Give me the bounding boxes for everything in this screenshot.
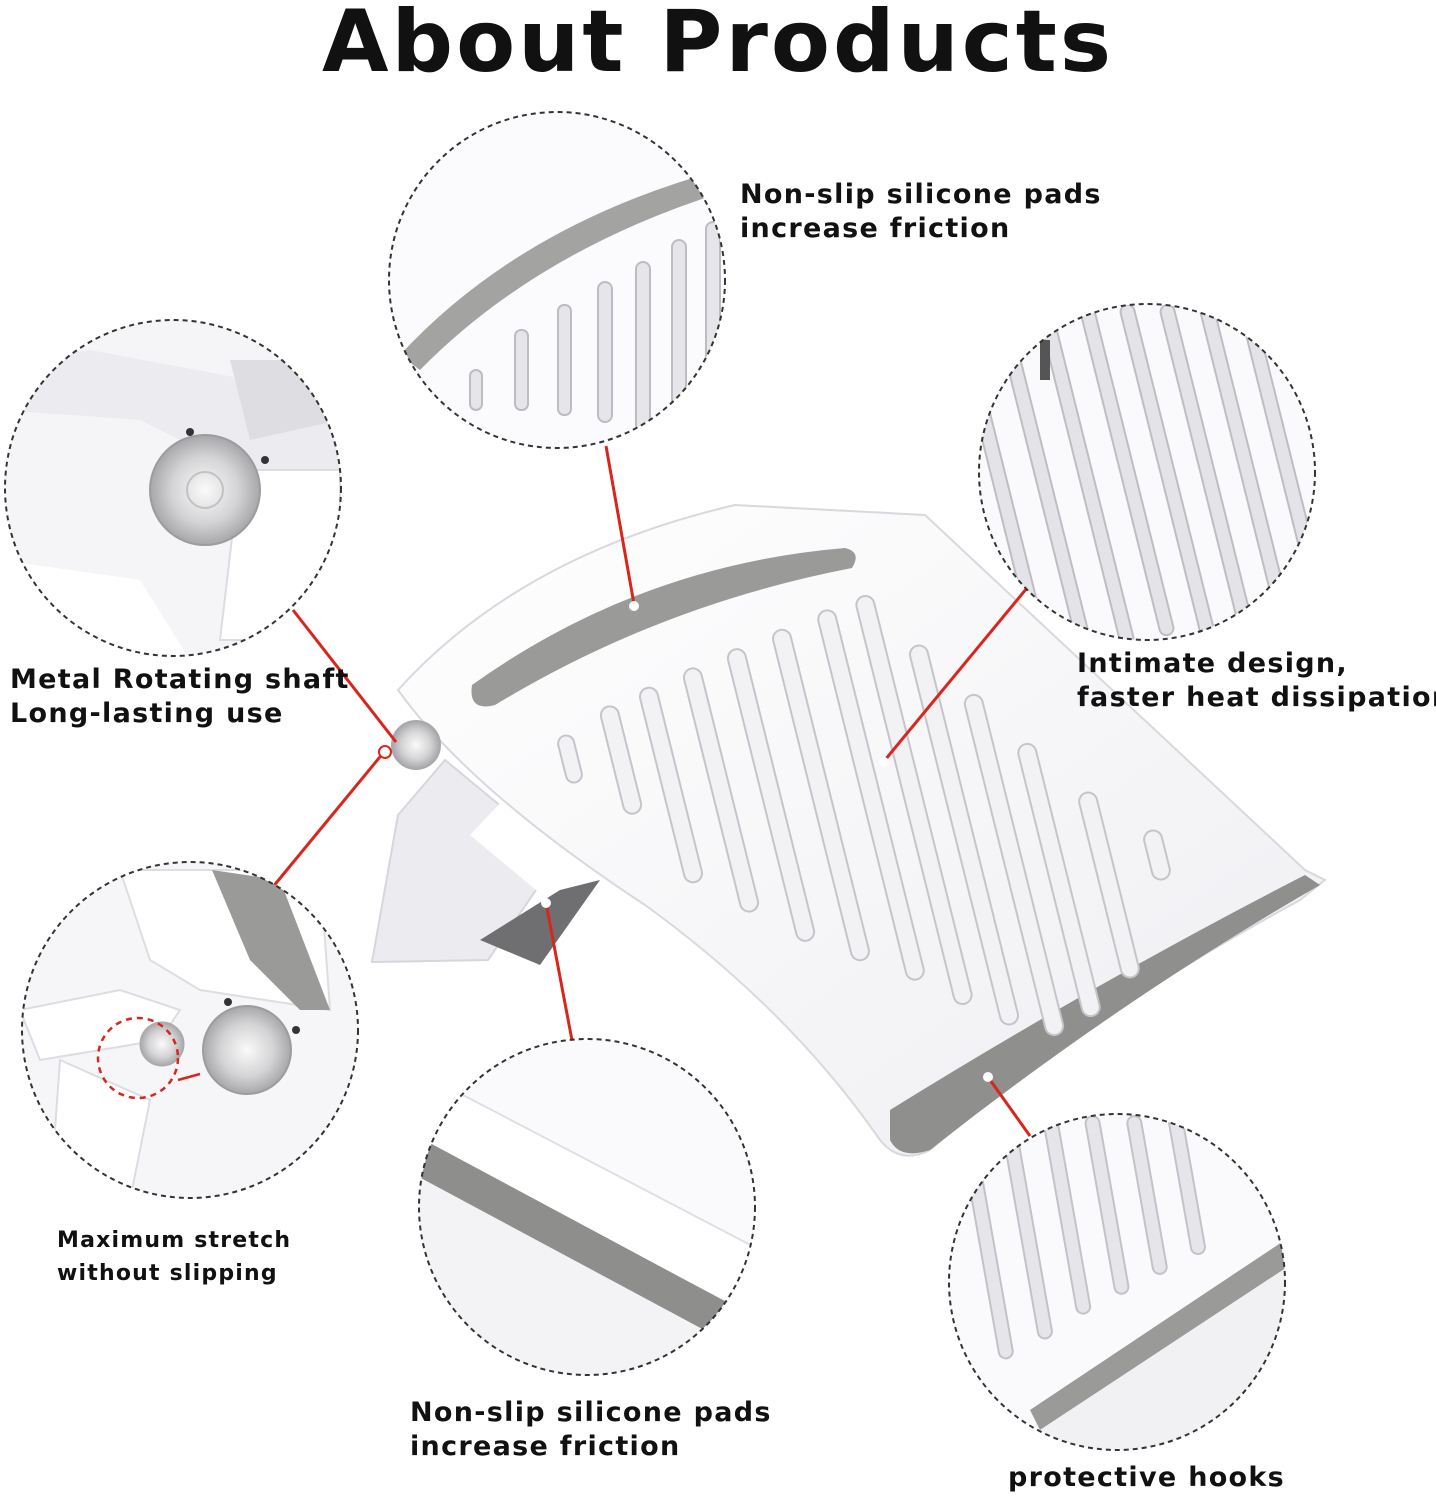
callout-bottom-pads-line2: increase friction bbox=[410, 1431, 681, 1462]
callout-heat-line2: faster heat dissipation bbox=[1077, 682, 1436, 713]
detail-circle-top-pads bbox=[388, 111, 726, 449]
detail-circle-hooks bbox=[948, 1113, 1286, 1451]
page-title: About Products bbox=[321, 0, 1115, 92]
callout-heat-dissipation: Intimate design, faster heat dissipation bbox=[1077, 647, 1436, 715]
detail-circle-bottom-pads bbox=[418, 1038, 756, 1376]
callout-bottom-pads-line1: Non-slip silicone pads bbox=[410, 1397, 772, 1428]
laptop-stand bbox=[370, 503, 1327, 1157]
callout-maximum-stretch: Maximum stretch without slipping bbox=[57, 1224, 291, 1290]
callout-protective-hooks: protective hooks bbox=[1008, 1461, 1285, 1495]
leader-lines bbox=[270, 445, 1032, 1137]
detail-circle-stretch bbox=[21, 861, 359, 1199]
callout-metal-shaft-line2: Long-lasting use bbox=[10, 698, 284, 729]
callout-metal-shaft: Metal Rotating shaft Long-lasting use bbox=[10, 663, 350, 731]
callout-hooks-line1: protective hooks bbox=[1008, 1462, 1286, 1493]
callout-stretch-line2: without slipping bbox=[57, 1261, 278, 1286]
detail-circle-metal-shaft bbox=[4, 319, 342, 657]
callout-top-pads: Non-slip silicone pads increase friction bbox=[740, 178, 1102, 246]
callout-top-pads-line2: increase friction bbox=[740, 213, 1011, 244]
callout-stretch-line1: Maximum stretch bbox=[57, 1228, 292, 1253]
leader-dots bbox=[378, 601, 993, 1082]
callout-bottom-pads: Non-slip silicone pads increase friction bbox=[410, 1396, 772, 1464]
callout-top-pads-line1: Non-slip silicone pads bbox=[740, 179, 1102, 210]
callout-metal-shaft-line1: Metal Rotating shaft bbox=[10, 664, 350, 695]
callout-heat-line1: Intimate design, bbox=[1077, 648, 1348, 679]
